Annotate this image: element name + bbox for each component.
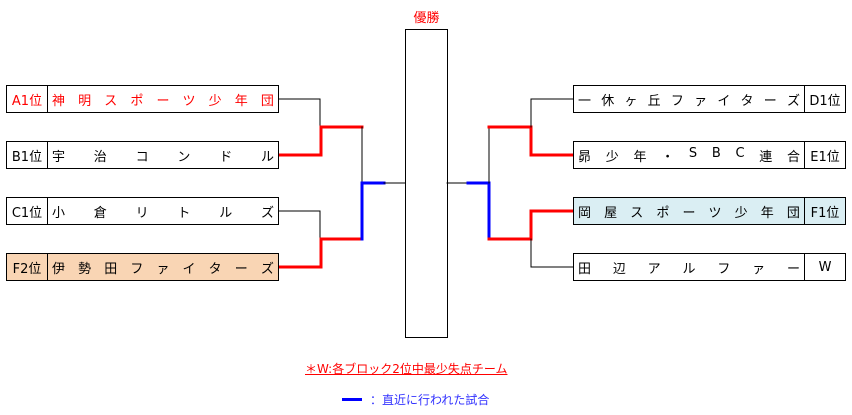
line-f2-win bbox=[277, 237, 364, 269]
legend-label: ：直近に行われた試合 bbox=[370, 393, 490, 407]
team-name: 一休ヶ丘ファイターズ bbox=[573, 85, 805, 113]
team-name: 伊勢田ファイターズ bbox=[47, 253, 279, 281]
rank-cell: F2位 bbox=[6, 253, 48, 281]
champion-title: 優勝 bbox=[413, 11, 440, 26]
team-name: 宇治コンドル bbox=[47, 141, 279, 169]
line-c1 bbox=[278, 210, 321, 240]
wildcard-note: ＊W:各ブロック2位中最少失点チーム bbox=[305, 362, 508, 376]
rank-cell: B1位 bbox=[6, 141, 48, 169]
rank-cell: W bbox=[804, 253, 846, 281]
champion-box bbox=[405, 29, 448, 338]
line-e1-win bbox=[487, 125, 575, 157]
legend-blue-line-icon bbox=[342, 398, 362, 401]
rank-cell: F1位 bbox=[804, 197, 846, 225]
rank-cell: A1位 bbox=[6, 85, 48, 113]
line-b1-win bbox=[277, 125, 364, 157]
team-name: 小倉リトルズ bbox=[47, 197, 279, 225]
line-w bbox=[530, 238, 574, 268]
line-right-recent bbox=[466, 181, 491, 241]
line-f1-win bbox=[487, 209, 575, 241]
team-name: 田辺アルファー bbox=[573, 253, 805, 281]
line-left-recent bbox=[360, 181, 386, 241]
legend: ：直近に行われた試合 bbox=[342, 391, 489, 408]
line-d1 bbox=[530, 98, 574, 128]
team-name: 岡屋スポーツ少年団 bbox=[573, 197, 805, 225]
team-name: 神明スポーツ少年団 bbox=[47, 85, 279, 113]
rank-cell: E1位 bbox=[804, 141, 846, 169]
rank-cell: C1位 bbox=[6, 197, 48, 225]
line-a1 bbox=[278, 98, 321, 128]
rank-cell: D1位 bbox=[804, 85, 846, 113]
